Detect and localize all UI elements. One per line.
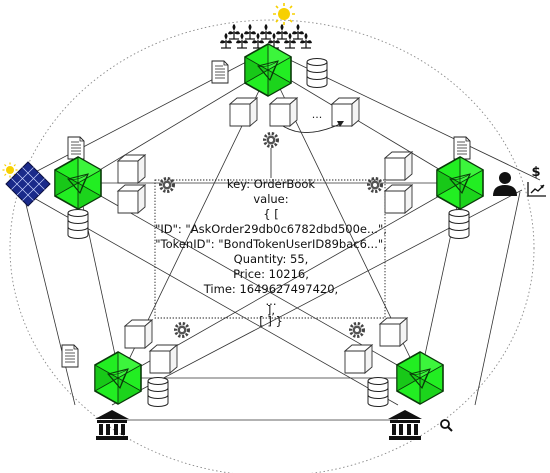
block-chain-ellipsis: ... <box>312 108 323 121</box>
ledger-key: key: OrderBook <box>227 177 315 191</box>
ledger-token-id: "TokenID": "BondTokenUserID89bac6...", <box>155 237 387 251</box>
trend-chart-icon <box>527 182 546 197</box>
user-icon <box>493 172 517 196</box>
ledger-content: key: OrderBook value: { [ "ID": "AskOrde… <box>155 177 387 328</box>
solar-panel-icon <box>5 161 51 207</box>
dollar-symbol: $ <box>531 165 540 180</box>
block-link-arrow <box>282 123 341 133</box>
ledger-panel <box>154 179 386 319</box>
ledger-ellipsis: ... <box>266 294 277 308</box>
search-icon <box>440 419 453 432</box>
ledger-open: { [ <box>263 207 278 221</box>
ledger-close-bracket: ], <box>267 303 275 317</box>
sun-icon <box>273 3 295 25</box>
ledger-price: Price: 10216, <box>233 267 309 281</box>
ledger-time: Time: 1649627497420, <box>203 282 338 296</box>
bank-icon <box>95 410 422 440</box>
ledger-quantity: Quantity: 55, <box>234 252 309 266</box>
ledger-value-label: value: <box>253 192 288 206</box>
network-links <box>19 59 541 421</box>
ledger-close: [ ] } <box>259 314 283 328</box>
sun-icon-small <box>2 162 18 178</box>
ledger-id: "ID": "AskOrder29db0c6782dbd500e...", <box>155 222 387 236</box>
block-link-arrowhead <box>337 121 344 127</box>
network-boundary <box>9 19 535 473</box>
